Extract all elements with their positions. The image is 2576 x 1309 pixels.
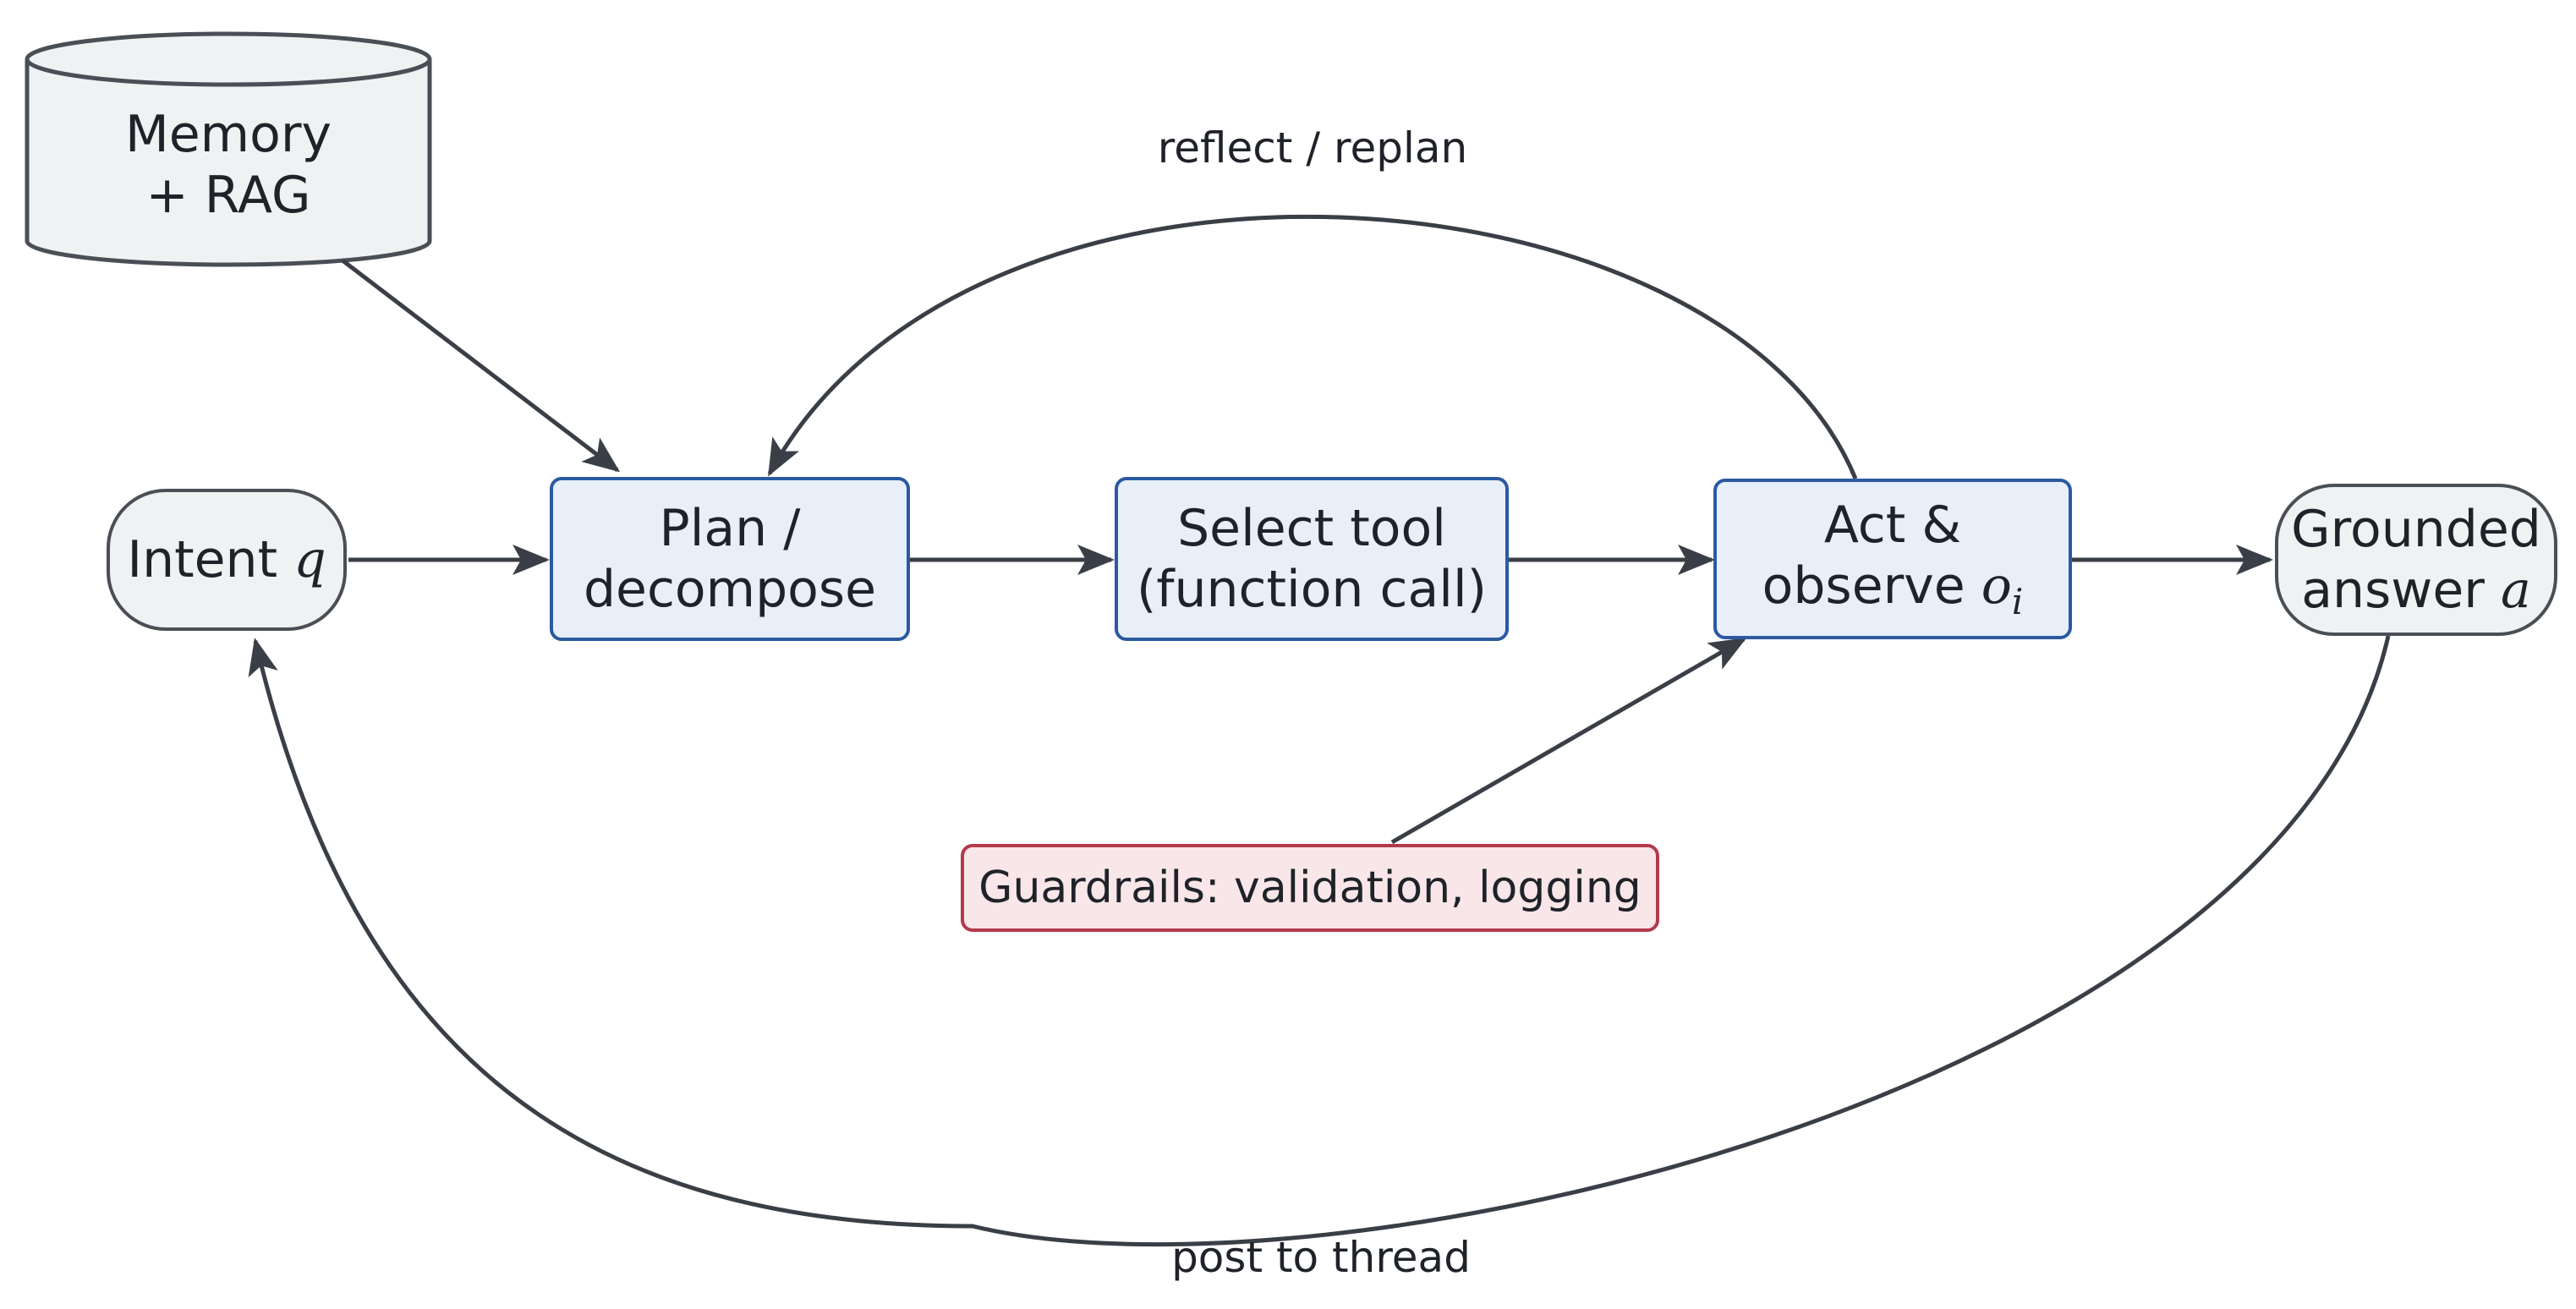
answer-line2-math: a [2501,561,2531,620]
act-label-line2: observe oi [1762,556,2024,623]
select-label-line1: Select tool [1177,499,1446,558]
memory-label-line2: + RAG [145,166,311,225]
post-to-thread-label: post to thread [1171,1233,1471,1282]
intent-math: q [293,530,326,589]
plan-node: Plan / decompose [550,477,910,641]
memory-label-line1: Memory [124,105,332,164]
guardrails-node: Guardrails: validation, logging [961,844,1659,932]
act-label-line1: Act & [1823,495,1962,555]
answer-line2-text: answer [2301,561,2485,620]
act-line2-text: observe [1762,556,1965,616]
act-observe-node: Act & observe oi [1713,479,2072,639]
select-tool-node: Select tool (function call) [1115,477,1509,641]
answer-label-line1: Grounded [2291,500,2541,559]
edge-post-to-thread [248,635,2391,1247]
plan-label-line1: Plan / [659,499,801,558]
grounded-answer-node: Grounded answer a [2275,484,2557,636]
act-line2-math: oi [1981,556,2024,622]
answer-label-line2: answer a [2301,560,2531,621]
memory-rag-node: Memory + RAG [27,85,430,245]
act-math-var: o [1981,556,2012,616]
act-math-sub: i [2011,580,2024,622]
intent-node: Intent q [107,489,347,631]
edge-reflect-replan [767,215,1858,479]
plan-label-line2: decompose [583,560,877,619]
select-label-line2: (function call) [1136,560,1488,619]
intent-label: Intent q [127,529,326,590]
reflect-replan-label: reflect / replan [1157,123,1468,173]
guardrails-label: Guardrails: validation, logging [978,862,1642,913]
memory-rag-cylinder [25,31,432,267]
edge-memory-to-plan [341,259,621,473]
intent-text: Intent [127,530,278,589]
edge-guardrails-to-act [1390,637,1747,845]
